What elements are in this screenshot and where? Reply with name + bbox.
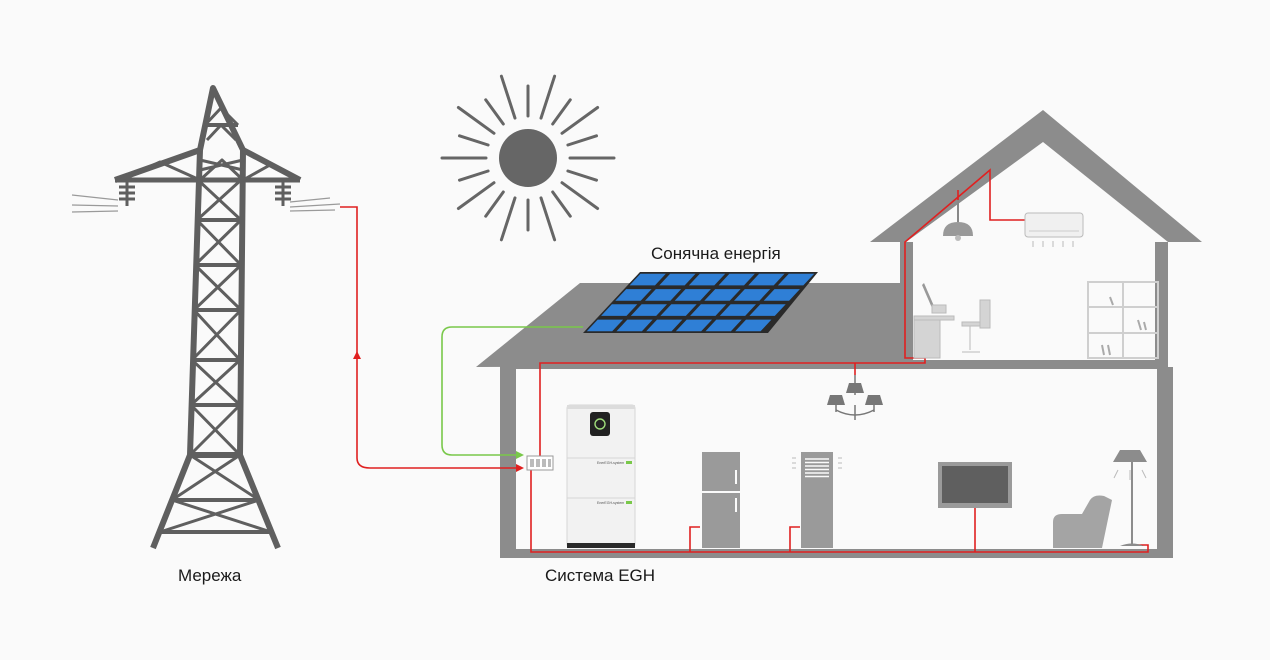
ceiling-lamp-icon xyxy=(943,200,973,241)
solar-cell xyxy=(586,319,624,332)
sun-ray xyxy=(560,181,600,210)
sun-ray xyxy=(566,169,598,182)
solar-cell xyxy=(616,319,653,332)
desk-with-computer-icon xyxy=(913,283,991,359)
floor-lamp-icon xyxy=(1113,450,1147,546)
sun-ray xyxy=(539,196,557,242)
air-conditioner-icon xyxy=(1024,212,1084,247)
solar-energy-label: Сонячна енергія xyxy=(651,244,781,263)
solar-cell xyxy=(749,304,786,316)
solar-cell xyxy=(659,273,696,286)
solar-cell xyxy=(629,273,666,286)
solar-cell xyxy=(748,273,785,286)
bookshelf-icon xyxy=(1087,281,1159,359)
sun-ray xyxy=(484,190,505,218)
solar-cell xyxy=(705,319,742,332)
power-tower-icon xyxy=(114,85,302,550)
air-purifier-icon xyxy=(792,452,842,548)
sun-icon xyxy=(440,74,616,242)
wiring xyxy=(340,168,1149,553)
egh-battery-unit: EnerEGH-system EnerEGH-system xyxy=(566,404,636,548)
sun-ray xyxy=(499,196,517,242)
grid-label: Мережа xyxy=(178,566,242,585)
sun-ray xyxy=(458,169,490,182)
solar-cell xyxy=(690,304,727,316)
solar-arrow-right xyxy=(516,451,524,459)
solar-cell xyxy=(615,289,652,301)
solar-cell xyxy=(734,289,771,301)
meter-box xyxy=(526,455,554,471)
solar-cell xyxy=(674,289,711,301)
power-lines xyxy=(71,194,341,213)
sun-ray xyxy=(456,106,496,135)
battery-module-label: EnerEGH-system xyxy=(597,501,624,505)
battery-module-label: EnerEGH-system xyxy=(597,461,624,465)
chandelier-icon xyxy=(827,375,883,420)
sun-ray xyxy=(551,190,572,218)
egh-system-label: Система EGH xyxy=(545,566,656,585)
grid-arrow-right xyxy=(516,464,524,472)
solar-cell xyxy=(675,319,713,332)
solar-cell xyxy=(630,304,667,316)
armchair-icon xyxy=(1053,495,1112,548)
refrigerator-icon xyxy=(702,452,740,548)
solar-cell xyxy=(735,319,772,332)
solar-wire xyxy=(441,326,583,456)
tv-icon xyxy=(938,462,1012,508)
sun-ray xyxy=(456,181,496,210)
solar-cell xyxy=(645,289,682,301)
solar-cell xyxy=(660,304,697,316)
sun-ray xyxy=(551,98,572,126)
solar-panel xyxy=(583,272,818,333)
solar-cell xyxy=(688,273,726,286)
grid-arrow-up xyxy=(353,351,361,359)
solar-cell xyxy=(719,304,756,316)
solar-cell xyxy=(601,304,638,316)
solar-cell xyxy=(718,273,755,286)
solar-cell xyxy=(763,289,800,301)
solar-cell xyxy=(777,273,815,286)
sun-ray xyxy=(539,74,557,120)
solar-cell xyxy=(646,319,683,332)
grid-wire xyxy=(340,206,516,469)
solar-cell xyxy=(704,289,741,301)
sun-ray xyxy=(560,106,600,135)
sun-ray xyxy=(499,74,517,120)
sun-ray xyxy=(566,134,598,147)
sun-ray xyxy=(484,98,505,126)
sun-ray xyxy=(458,134,490,147)
